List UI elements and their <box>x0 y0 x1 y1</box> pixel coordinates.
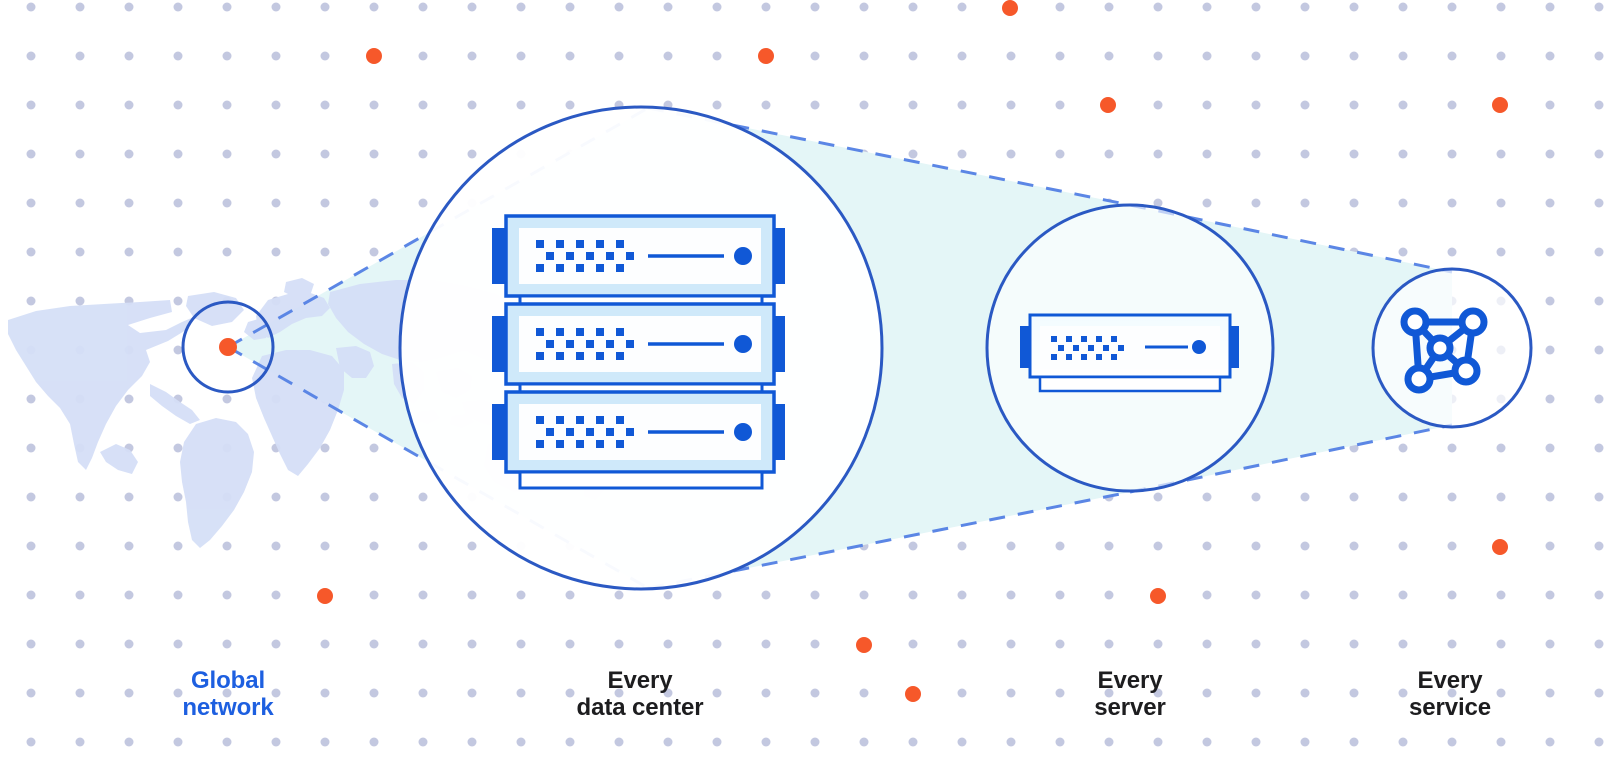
rack-unit-1-vent-dots <box>536 240 634 272</box>
server-vent-dots <box>1051 336 1124 360</box>
accent-dots <box>317 0 1508 702</box>
stage-service <box>1371 267 1533 429</box>
accent-dot <box>366 48 382 64</box>
accent-dot <box>1150 588 1166 604</box>
single-server-unit <box>1020 313 1239 393</box>
accent-dot <box>1492 97 1508 113</box>
map-zoom-circle <box>181 300 275 394</box>
stage-data-center <box>398 105 884 591</box>
accent-dot <box>856 637 872 653</box>
accent-dot <box>1002 0 1018 16</box>
accent-dot <box>758 48 774 64</box>
stage-global-network <box>181 300 275 394</box>
server-rack <box>492 214 785 490</box>
stage-server <box>985 203 1275 493</box>
network-node-circles <box>1400 307 1488 394</box>
accent-dot <box>905 686 921 702</box>
rack-unit-2-vent-dots <box>536 328 634 360</box>
rack-unit-3-vent-dots <box>536 416 634 448</box>
rack-unit-2 <box>492 302 785 402</box>
rack-unit-3 <box>492 390 785 490</box>
accent-dot <box>1492 539 1508 555</box>
map-marker-dot <box>219 338 237 356</box>
rack-unit-1 <box>492 214 785 314</box>
accent-dot <box>1100 97 1116 113</box>
accent-dot <box>317 588 333 604</box>
